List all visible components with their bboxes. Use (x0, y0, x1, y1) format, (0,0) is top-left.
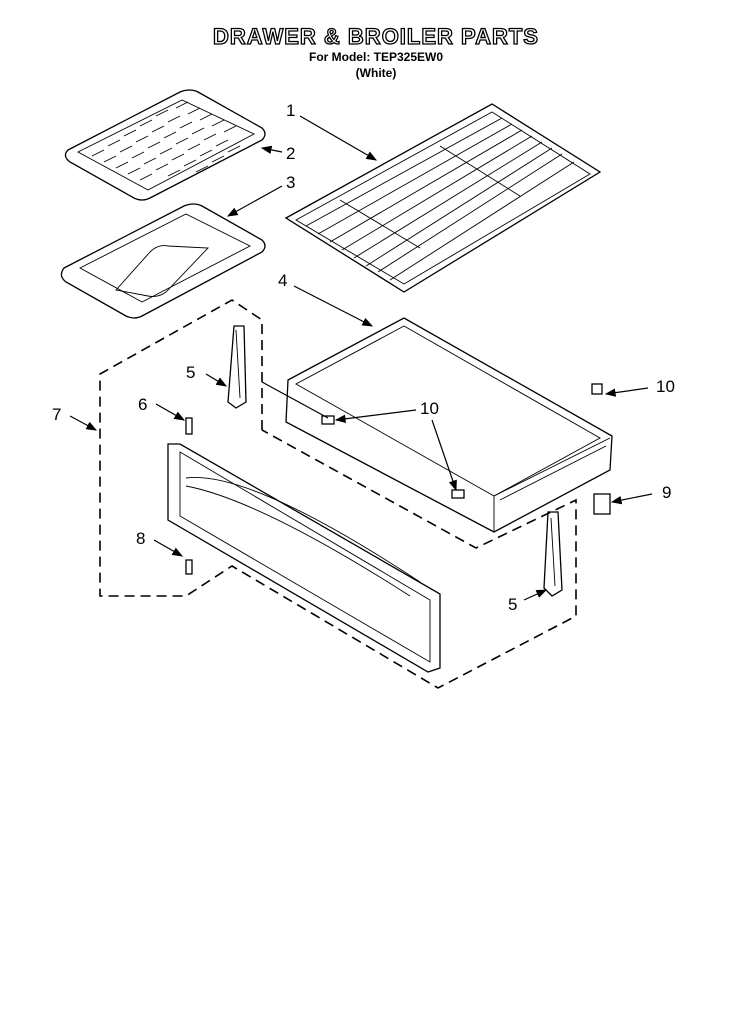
callout-3: 3 (286, 173, 295, 192)
drawer-front-panel-part (167, 443, 441, 673)
broiler-pan-part (60, 203, 266, 319)
screw-part-c (591, 383, 603, 395)
callout-5-right: 5 (508, 595, 517, 614)
diagram-title: DRAWER & BROILER PARTS (212, 23, 539, 49)
leader-lines (69, 115, 653, 601)
clip-part (593, 493, 611, 515)
oven-rack-part (284, 103, 602, 293)
callout-2: 2 (286, 144, 295, 163)
callout-5-left: 5 (186, 363, 195, 382)
assembly-outline-part (99, 299, 577, 689)
callout-8: 8 (136, 529, 145, 548)
broiler-grid-part (64, 89, 266, 201)
stud-lower-part (185, 559, 193, 575)
slide-bracket-left-part (227, 325, 247, 409)
callout-9: 9 (662, 483, 671, 502)
screw-part-b (451, 489, 465, 499)
callout-6: 6 (138, 395, 147, 414)
stud-upper-part (185, 417, 193, 435)
callout-10-right: 10 (656, 377, 675, 396)
callout-4: 4 (278, 271, 287, 290)
color-line: (White) (355, 66, 397, 80)
slide-bracket-right-part (543, 511, 563, 597)
callout-10-middle: 10 (420, 399, 439, 418)
drawer-body-part (285, 317, 613, 533)
screw-part-a (321, 415, 335, 425)
callout-1: 1 (286, 101, 295, 120)
model-line: For Model: TEP325EW0 (308, 50, 444, 64)
callout-7: 7 (52, 405, 61, 424)
